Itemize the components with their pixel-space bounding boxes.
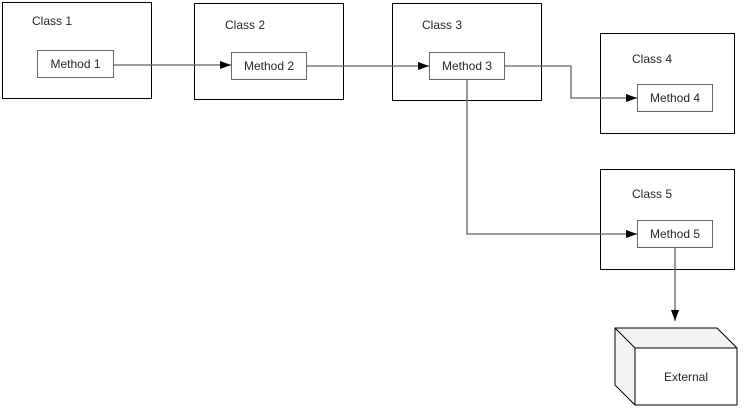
method5-box: Method 5 [637, 220, 713, 248]
external-label-text: External [663, 369, 709, 384]
edge-method3-method5 [466, 80, 637, 238]
cube-left-face [615, 328, 635, 405]
edge-method3-method4 [505, 65, 637, 102]
class5-box: Class 5 [600, 169, 735, 270]
class1-box: Class 1 [2, 2, 152, 99]
cube-front-face [635, 348, 737, 405]
cube-outline [614, 327, 738, 406]
external-cube-label: External [635, 348, 737, 405]
class2-label: Class 2 [225, 18, 266, 32]
method4-label: Method 4 [649, 91, 701, 105]
cube-top-face [615, 328, 737, 348]
method3-label: Method 3 [441, 59, 493, 73]
method1-box: Method 1 [37, 50, 114, 78]
class4-box: Class 4 [600, 33, 735, 134]
method1-label: Method 1 [50, 57, 101, 71]
class1-label: Class 1 [32, 14, 73, 28]
method2-box: Method 2 [231, 52, 307, 80]
method2-label: Method 2 [243, 59, 295, 73]
class3-label: Class 3 [422, 18, 463, 32]
class4-label: Class 4 [632, 52, 673, 66]
class5-label: Class 5 [632, 187, 673, 201]
class2-box: Class 2 [194, 3, 344, 100]
method5-label: Method 5 [649, 227, 701, 241]
method4-box: Method 4 [637, 84, 713, 112]
cube-inner-edges [614, 327, 737, 405]
external-cube-shape [614, 327, 738, 406]
method3-box: Method 3 [429, 52, 505, 80]
